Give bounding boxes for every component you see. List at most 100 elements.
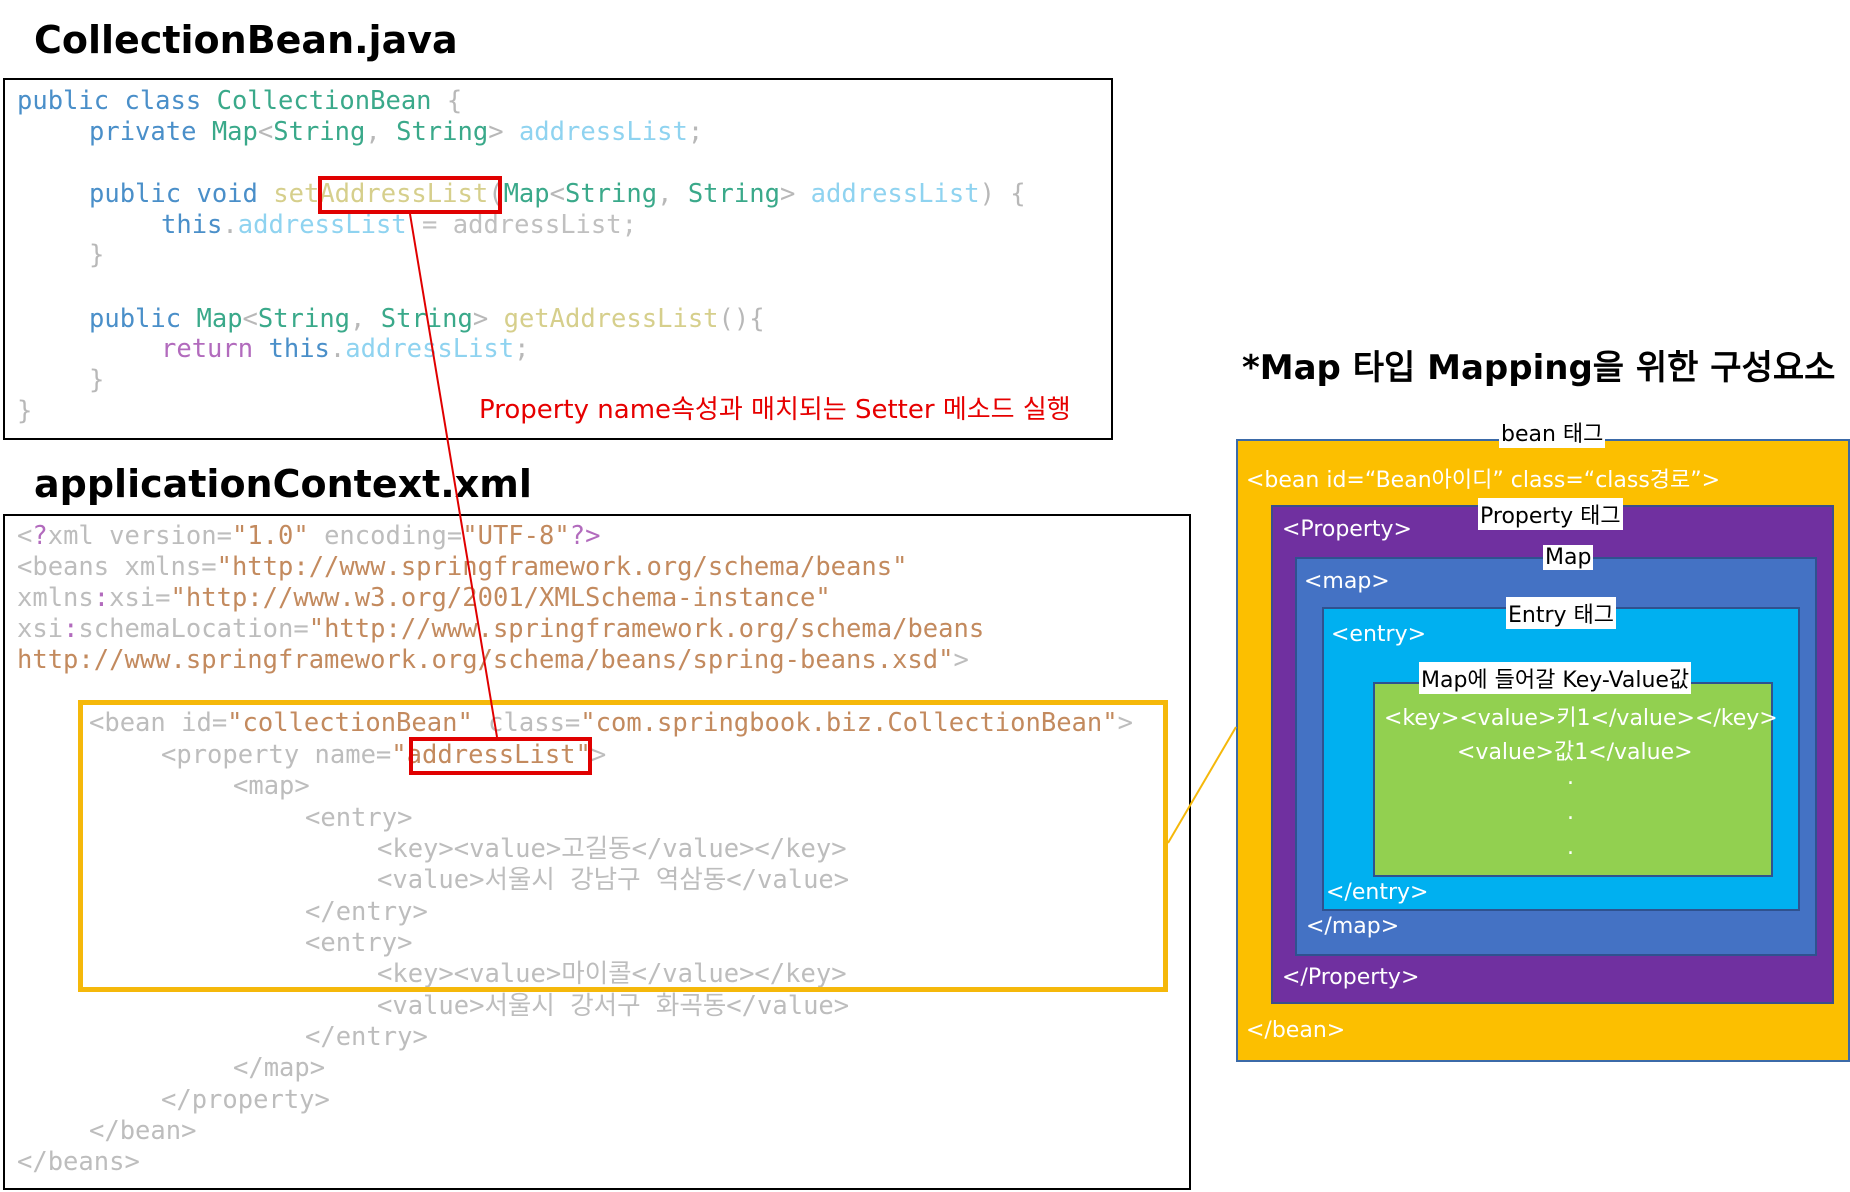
java-line-6: public Map<String, String> getAddressLis…	[89, 304, 765, 334]
java-setter-highlight-text: AddressList	[319, 179, 489, 209]
xml-line-3: xmlns:xsi="http://www.w3.org/2001/XMLSch…	[17, 583, 831, 613]
java-punc: ,	[657, 179, 673, 209]
xml-line-6: <bean id="collectionBean" class="com.spr…	[89, 708, 1133, 738]
java-punc: ) {	[979, 179, 1026, 209]
xml-attr: xsi	[17, 614, 64, 644]
xml-tag: <beans xmlns=	[17, 552, 217, 582]
java-punc: .	[222, 210, 238, 240]
xml-attr: xml version=	[47, 521, 232, 551]
entry-tag-label: Entry 태그	[1506, 597, 1617, 629]
property-open-tag: <Property>	[1282, 517, 1412, 542]
java-punc: <	[242, 304, 258, 334]
xml-value: "com.springbook.biz.CollectionBean"	[580, 708, 1118, 738]
java-var: addressList	[345, 334, 515, 364]
java-kw: public void	[89, 179, 258, 209]
xml-line-1: <?xml version="1.0" encoding="UTF-8"?>	[17, 521, 600, 551]
java-line-7: return this.addressList;	[161, 334, 530, 364]
xml-tag: <bean id=	[89, 708, 228, 738]
xml-tag: >	[953, 645, 969, 675]
key-value-box	[1373, 682, 1773, 877]
java-line-5: }	[89, 240, 105, 270]
xml-value: "	[575, 740, 591, 770]
property-close-tag: </Property>	[1282, 965, 1420, 990]
xml-tag: >	[590, 740, 607, 770]
java-type: String	[564, 179, 658, 209]
java-line-3: public void setAddressList(Map<String, S…	[89, 179, 1026, 209]
setter-to-property-line	[409, 213, 498, 738]
java-var: addressList	[810, 179, 980, 209]
xml-value: "http://www.w3.org/2001/XMLSchema-instan…	[170, 583, 831, 613]
property-tag-label: Property 태그	[1478, 498, 1623, 530]
java-type: String	[257, 304, 351, 334]
java-type: String	[396, 117, 489, 147]
kv-line-2: <value>값1</value>	[1457, 740, 1693, 765]
java-punc: .	[329, 334, 346, 364]
java-type: String	[687, 179, 780, 209]
java-type: Map	[503, 179, 550, 209]
java-kw: public	[89, 304, 182, 334]
xml-line-12: </entry>	[305, 897, 428, 927]
java-line-1: public class CollectionBean {	[17, 86, 462, 116]
xml-attr: xmlns	[17, 583, 94, 613]
ellipsis-dot-3: .	[1567, 835, 1574, 860]
kv-line-1: <key><value>키1</value></key>	[1384, 706, 1778, 731]
xml-file-title: applicationContext.xml	[34, 462, 532, 506]
java-type: Map	[211, 117, 258, 147]
xml-line-10: <key><value>고길동</value></key>	[377, 834, 847, 864]
xml-attr: class=	[472, 708, 581, 738]
xml-line-16: </entry>	[305, 1022, 428, 1052]
xml-attr: xsi=	[109, 583, 171, 613]
xml-tag: >	[1117, 708, 1133, 738]
java-return: return	[161, 334, 254, 364]
java-punc: >	[779, 179, 796, 209]
java-line-9: }	[17, 396, 33, 426]
bean-block-to-diagram-line	[1167, 726, 1237, 844]
xml-punc: :	[63, 614, 79, 644]
map-close-tag: </map>	[1306, 914, 1400, 939]
xml-value: "	[391, 740, 407, 770]
xml-line-9: <entry>	[305, 803, 413, 833]
xml-line-8: <map>	[233, 771, 310, 801]
java-type: String	[273, 117, 366, 147]
java-line-8: }	[89, 365, 105, 395]
entry-close-tag: </entry>	[1326, 880, 1429, 905]
xml-line-2: <beans xmlns="http://www.springframework…	[17, 552, 907, 582]
java-kw: public class	[17, 86, 202, 116]
xml-line-13: <entry>	[305, 928, 413, 958]
xml-punc: ?	[32, 521, 48, 551]
xml-value: "http://www.springframework.org/schema/b…	[308, 614, 985, 644]
ellipsis-dot-2: .	[1567, 800, 1574, 825]
java-this: this	[268, 334, 330, 364]
xml-tag: <property name=	[161, 740, 392, 770]
setter-name-highlight	[318, 176, 502, 214]
xml-tag: <	[17, 521, 33, 551]
bean-block-highlight	[78, 700, 1168, 992]
java-kw: private	[89, 117, 197, 147]
java-plain: = addressList;	[422, 210, 637, 240]
xml-punc: :	[93, 583, 110, 613]
map-open-tag: <map>	[1304, 569, 1390, 594]
java-punc: ;	[514, 334, 530, 364]
java-punc: ;	[687, 117, 704, 147]
java-brace: {	[446, 86, 463, 116]
property-name-highlight	[409, 737, 592, 775]
xml-attr: encoding=	[308, 521, 463, 551]
xml-line-14: <key><value>마이콜</value></key>	[377, 959, 847, 989]
java-punc: ,	[365, 117, 381, 147]
xml-line-18: </property>	[161, 1085, 330, 1115]
ellipsis-dot-1: .	[1567, 765, 1574, 790]
bean-open-tag: <bean id=“Bean아이디” class=“class경로”>	[1246, 468, 1721, 493]
key-value-label: Map에 들어갈 Key-Value값	[1419, 662, 1692, 694]
xml-line-15: <value>서울시 강서구 화곡동</value>	[377, 991, 850, 1021]
xml-code-box	[3, 514, 1191, 1190]
xml-value: "UTF-8"	[462, 521, 570, 551]
java-type: Map	[196, 304, 243, 334]
java-var: addressList	[518, 117, 688, 147]
xml-line-11: <value>서울시 강남구 역삼동</value>	[377, 865, 850, 895]
java-class-name: CollectionBean	[216, 86, 432, 116]
xml-line-7: <property name="addressList">	[161, 740, 606, 770]
xml-line-4: xsi:schemaLocation="http://www.springfra…	[17, 614, 984, 644]
bean-tag-label: bean 태그	[1499, 416, 1606, 448]
java-punc: ,	[350, 304, 366, 334]
